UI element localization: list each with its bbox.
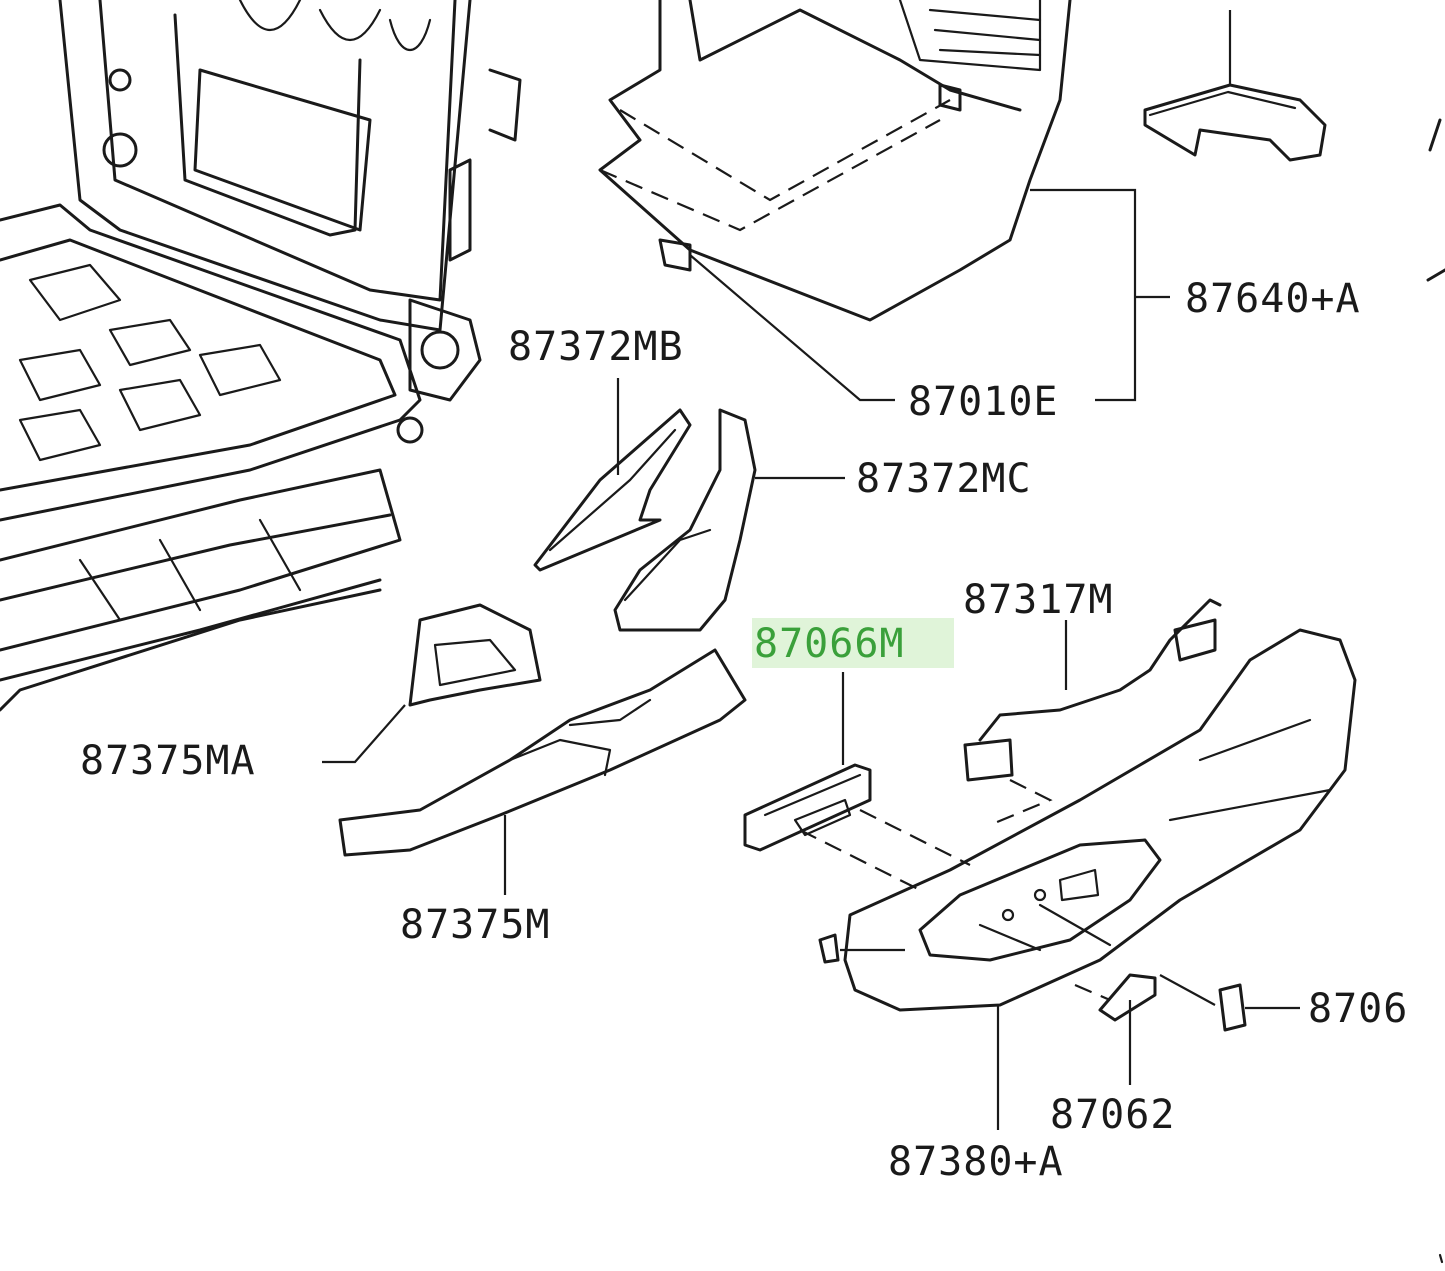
part-87062-drawing [1074,973,1157,1022]
part-87372mc-drawing [613,408,757,632]
highlight-87066m [752,618,954,668]
part-87317m-drawing [963,598,1222,827]
label-87372mc: 87372MC [856,456,1032,502]
part-87066m-drawing [743,763,971,891]
part-87375m-drawing [338,648,747,857]
label-87066m: 87066M [754,621,905,667]
label-87317m: 87317M [963,577,1114,623]
part-87375ma-drawing [408,603,542,707]
corner-mark [1438,1253,1444,1264]
label-87372mb: 87372MB [508,324,684,370]
label-87062: 87062 [1050,1092,1175,1138]
label-87380a: 87380+A [888,1139,1064,1185]
part-87380a-drawing [818,628,1357,1012]
label-87375m: 87375M [400,902,551,948]
part-87640a-drawing [1143,10,1445,282]
seat-frame-drawing [0,0,522,712]
part-8706x-drawing [1159,974,1247,1032]
label-87640a: 87640+A [1185,276,1361,322]
seatback-cover-drawing [598,0,1072,322]
part-87372mb-drawing [533,408,692,572]
leader-lines [322,188,1300,1130]
label-8706x: 8706 [1308,986,1408,1032]
label-87375ma: 87375MA [80,738,256,784]
label-87010e: 87010E [908,379,1059,425]
